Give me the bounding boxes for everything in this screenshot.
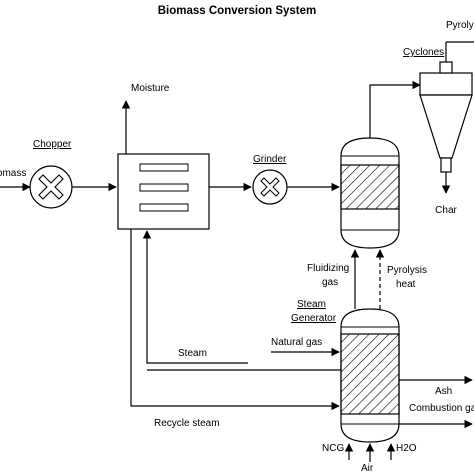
steam-generator-vessel [340, 308, 400, 443]
biomass-label: Biomass [0, 168, 26, 179]
fluidizing-label: Fluidizing [307, 263, 349, 274]
steam-to-dryer-arrow [142, 230, 248, 364]
h2o-label: H2O [396, 443, 417, 454]
steam-generator-label-2: Generator [291, 313, 337, 324]
grinder-label: Grinder [253, 154, 287, 165]
ncg-label: NCG [322, 443, 344, 454]
fluidizing-gas-label: gas [322, 277, 338, 288]
cyclones-label: Cyclones [403, 47, 444, 58]
reactor-to-cyclone-arrow [369, 80, 421, 138]
cyclone-icon [419, 61, 473, 173]
pyrolysis-reactor [340, 137, 400, 249]
steam-label: Steam [178, 348, 207, 359]
combustion-gas-label: Combustion gas [409, 403, 474, 414]
chopper-icon [29, 165, 73, 209]
dryer-unit [117, 153, 210, 230]
recycle-steam-arrow [130, 229, 340, 411]
grinder-icon [252, 169, 288, 205]
pyrolysis-heat-label-2: heat [396, 279, 416, 290]
chopper-label: Chopper [33, 139, 72, 150]
recycle-steam-label: Recycle steam [154, 418, 220, 429]
diagram-title: Biomass Conversion System [158, 5, 317, 17]
pyrolysis-heat-label-1: Pyrolysis [387, 265, 427, 276]
ash-label: Ash [435, 386, 452, 397]
steam-generator-label-1: Steam [297, 299, 326, 310]
char-label: Char [435, 205, 457, 216]
moisture-label: Moisture [131, 83, 170, 94]
pyrolysis-vapor-label: Pyrolysis [446, 20, 474, 31]
air-label: Air [361, 463, 374, 474]
natural-gas-label: Natural gas [271, 337, 322, 348]
